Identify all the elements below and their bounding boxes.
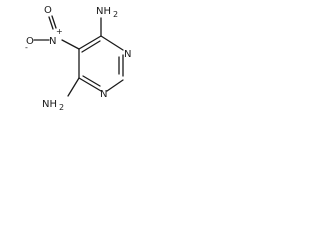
- bond-nitro-n-o-double: [48, 16, 54, 30]
- atom-nh2-bottom: NH 2: [42, 99, 64, 112]
- bond-n3-c4: [100, 35, 124, 51]
- atom-label: NH: [42, 99, 57, 110]
- atom-nitro-o-single: O -: [25, 36, 34, 52]
- bond-c6-nh2: [67, 77, 80, 97]
- bond-nitro-n-o-double-2: [51, 15, 57, 29]
- bond-n1-c2: [106, 79, 124, 92]
- atom-label: NH: [96, 6, 111, 17]
- bond-c6-n1: [78, 77, 102, 92]
- bond-c6-n1-inner: [82, 75, 101, 87]
- pyrimidine-ring: [78, 35, 124, 92]
- atom-subscript: 2: [59, 103, 64, 112]
- atom-label: N: [49, 36, 56, 47]
- chemical-structure-diagram: NH 2 NH 2 N N N + O O -: [25, 5, 131, 112]
- bond-c4-c5-inner: [81, 40, 101, 53]
- atom-subscript: 2: [113, 10, 118, 19]
- atom-charge: -: [25, 43, 28, 52]
- atom-nh2-top: NH 2: [96, 6, 118, 19]
- atom-ring-n-lower: N: [100, 89, 107, 100]
- atom-ring-n-upper: N: [124, 49, 131, 60]
- bond-c4-c5: [78, 35, 102, 50]
- atom-label: O: [26, 36, 34, 47]
- atom-nitro-n: N +: [49, 27, 63, 47]
- atom-charge: +: [56, 27, 63, 36]
- atom-nitro-o-double: O: [44, 5, 52, 16]
- bond-c5-nitro-n: [61, 39, 80, 50]
